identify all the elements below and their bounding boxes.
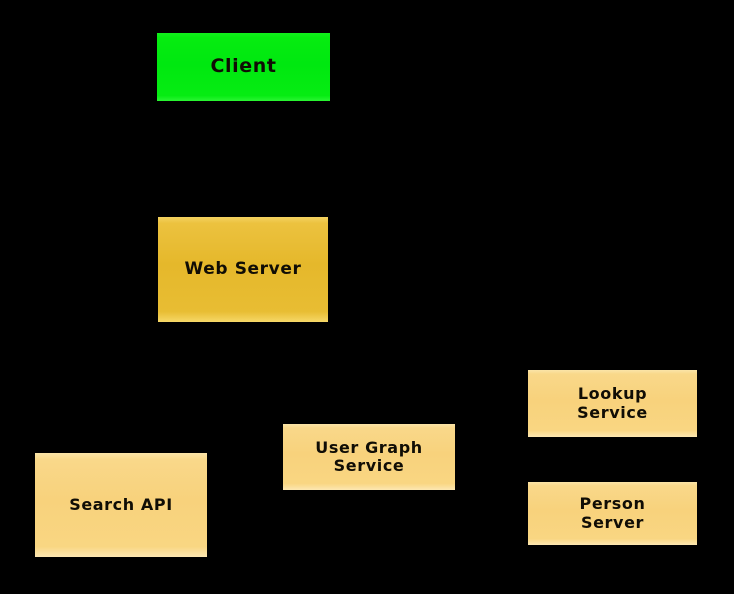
node-web-server[interactable]: Web Server xyxy=(158,217,328,322)
node-label-user-graph-service: User Graph Service xyxy=(315,437,423,475)
node-search-api[interactable]: Search API xyxy=(35,453,207,557)
node-user-graph-service[interactable]: User Graph Service xyxy=(283,424,455,490)
node-client[interactable]: Client xyxy=(157,33,330,101)
node-label-person-server: Person Server xyxy=(579,494,646,532)
node-lookup-service[interactable]: Lookup Service xyxy=(528,370,697,437)
node-label-search-api: Search API xyxy=(69,494,173,514)
node-label-lookup-service: Lookup Service xyxy=(577,384,648,422)
node-person-server[interactable]: Person Server xyxy=(528,482,697,545)
node-label-client: Client xyxy=(210,55,277,78)
node-label-web-server: Web Server xyxy=(184,258,302,279)
